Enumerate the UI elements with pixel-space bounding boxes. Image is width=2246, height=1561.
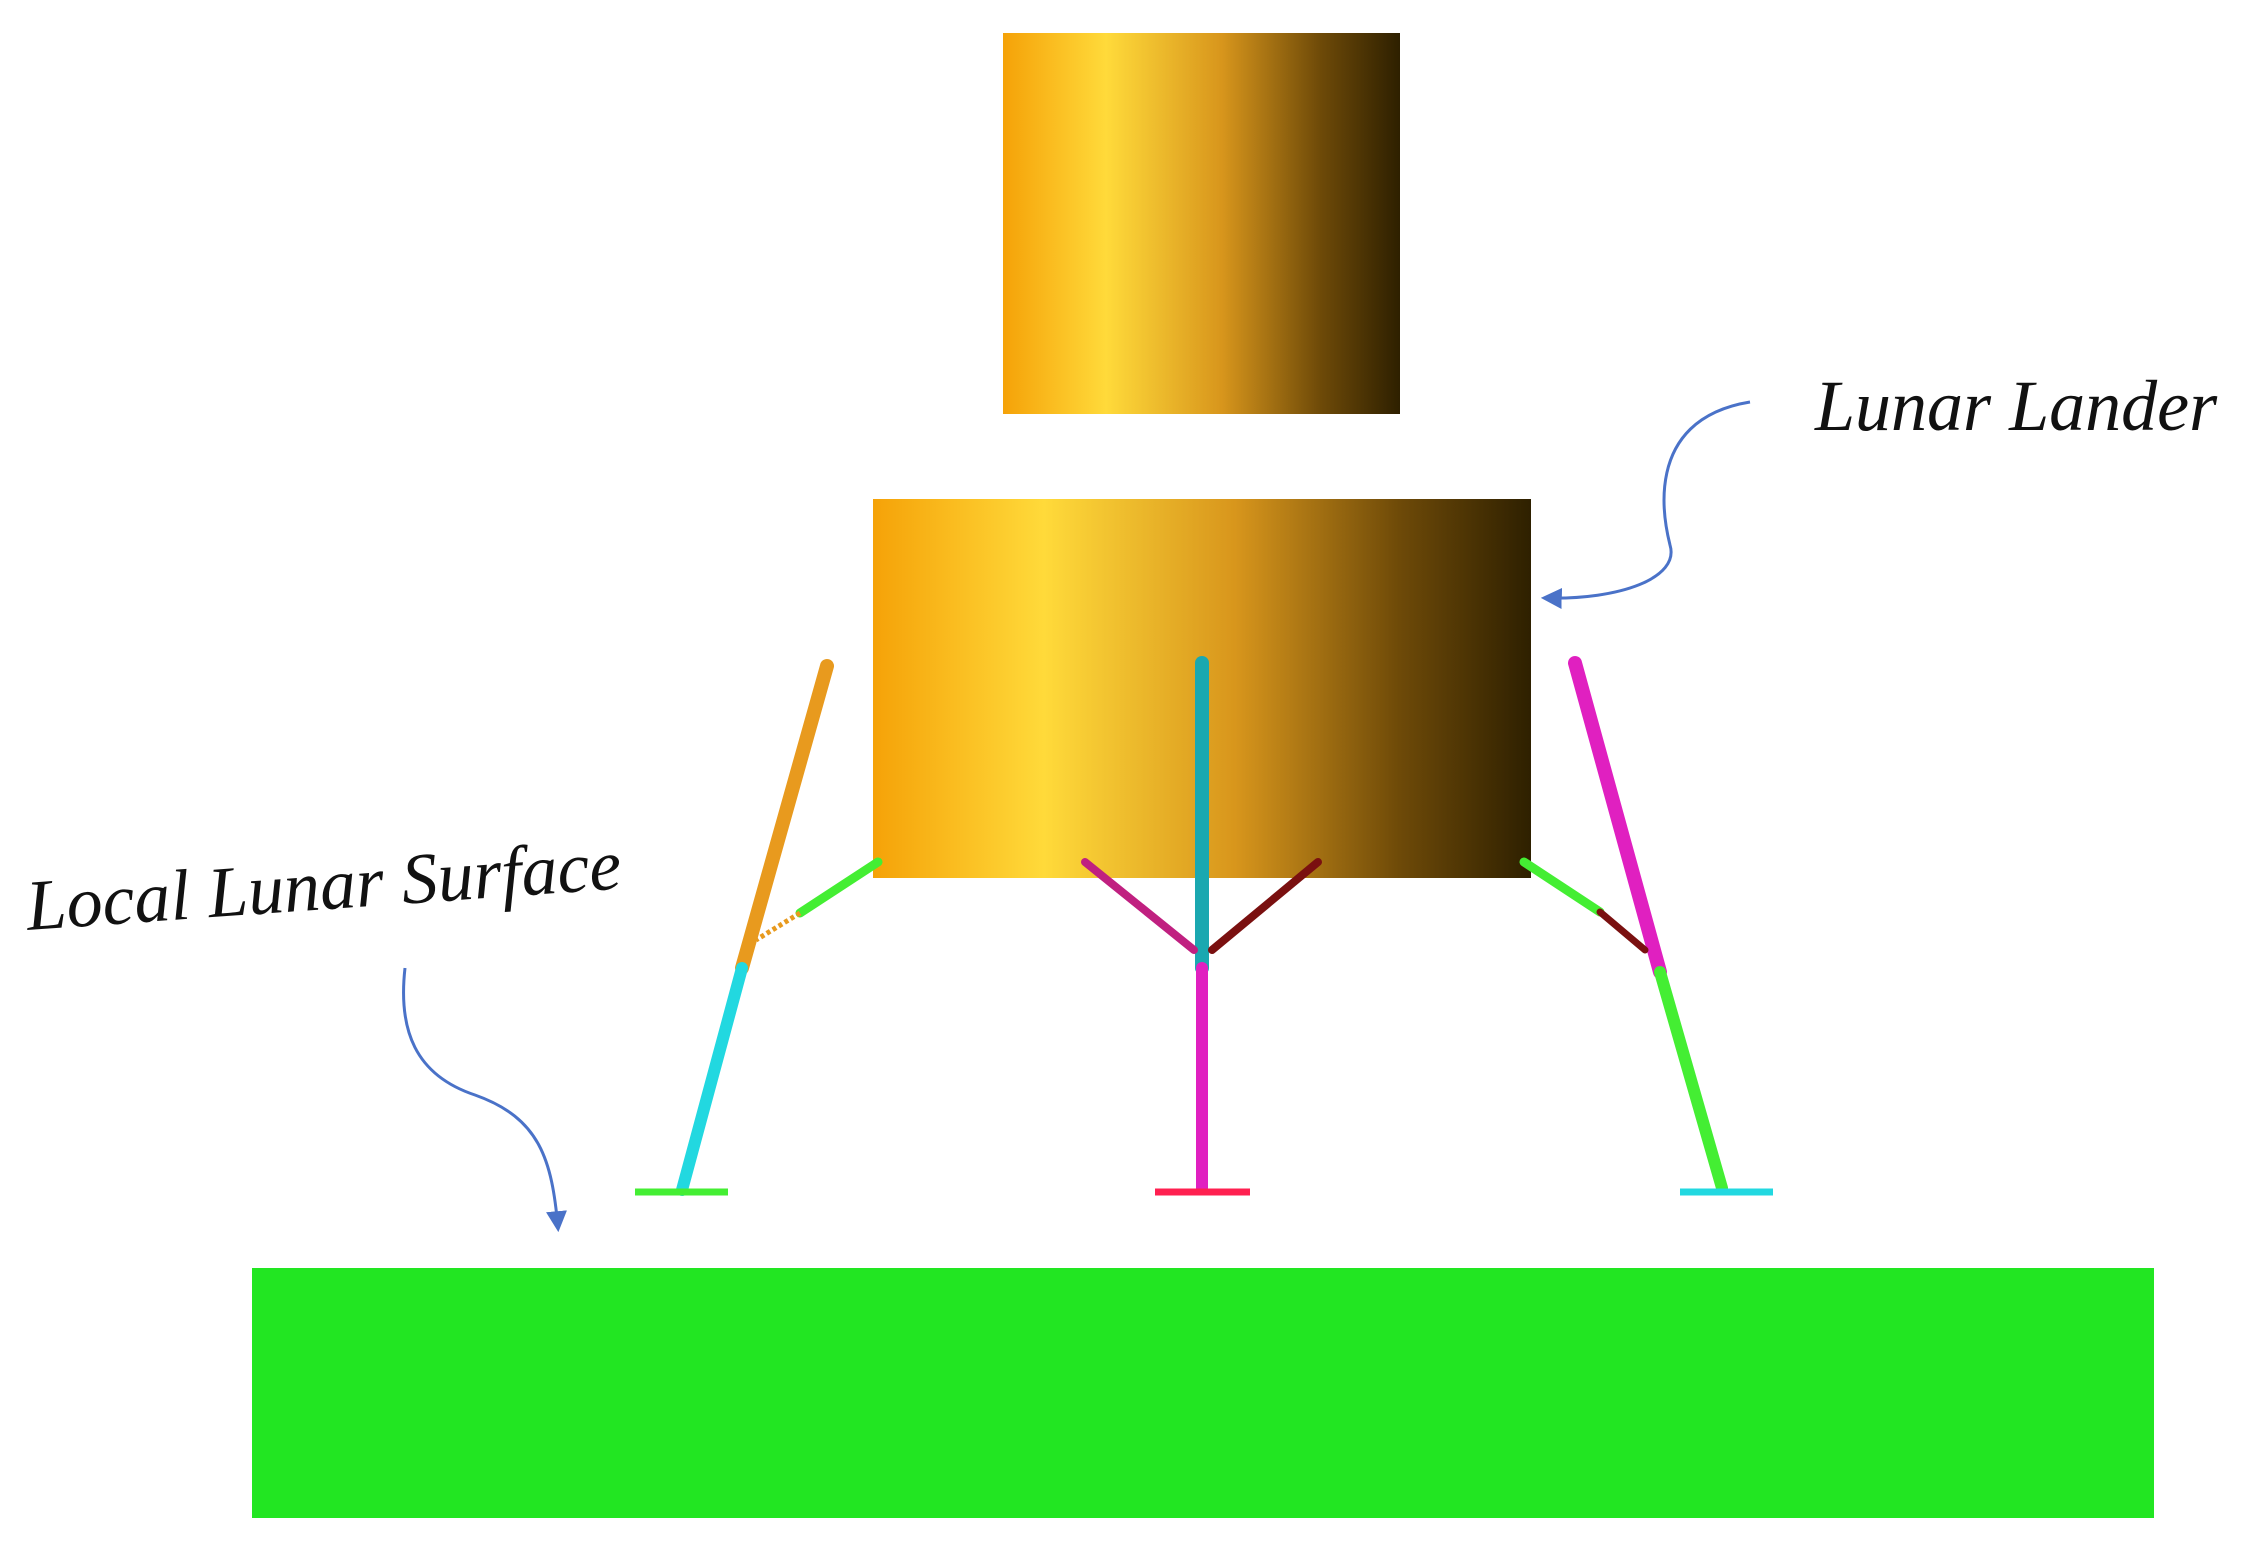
right-landing-leg [1519,656,1728,1194]
local-lunar-surface-label: Local Lunar Surface [23,825,624,946]
lunar-surface [252,1268,2154,1518]
lander-upper-body [1003,33,1400,414]
lunar-lander-label: Lunar Lander [1814,366,2218,446]
local-lunar-surface-arrow [402,967,567,1233]
lunar-lander-arrow [1540,400,1751,609]
center-landing-leg [1081,656,1322,1194]
left-landing-leg [676,659,883,1196]
